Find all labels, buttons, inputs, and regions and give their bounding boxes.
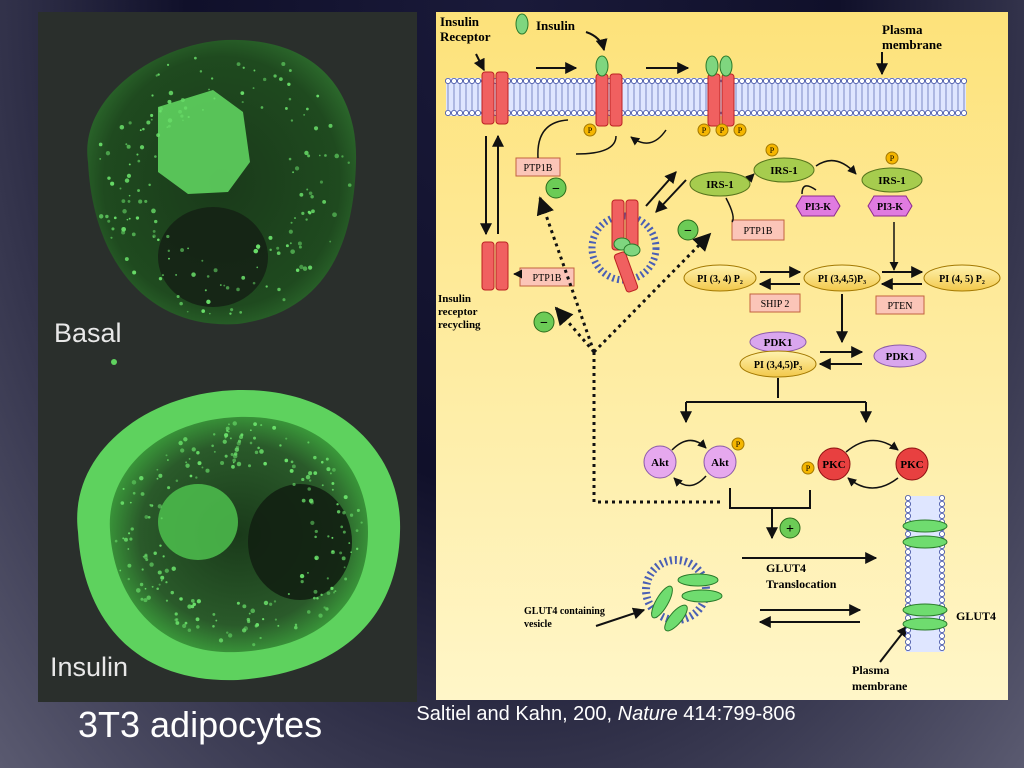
svg-text:PTP1B: PTP1B bbox=[524, 163, 553, 174]
svg-text:PDK1: PDK1 bbox=[886, 351, 915, 363]
pi34p2-oval: PI (3, 4) P₂ bbox=[683, 264, 757, 292]
label-plasma-membrane-top: Plasma membrane bbox=[882, 22, 942, 52]
svg-text:P: P bbox=[702, 126, 707, 135]
label-plasma-membrane-bottom: Plasma membrane bbox=[852, 663, 908, 693]
svg-text:P: P bbox=[806, 464, 811, 473]
label-glut4-vesicle: GLUT4 containing vesicle bbox=[524, 606, 607, 630]
label-insulin: Insulin bbox=[536, 18, 576, 33]
plasma-membrane-bottom bbox=[902, 494, 948, 652]
irs1-oval-1: IRS-1 bbox=[689, 171, 751, 197]
inhibition-minus-1: − bbox=[545, 177, 567, 199]
svg-text:Akt: Akt bbox=[651, 457, 669, 469]
pkc-circle-active: PKC P bbox=[801, 447, 851, 481]
pi345p3-oval: PI (3,4,5)P₃ bbox=[803, 264, 881, 292]
svg-text:P: P bbox=[720, 126, 725, 135]
svg-text:PKC: PKC bbox=[822, 459, 845, 471]
insulin-nucleus-fluorescence bbox=[158, 484, 238, 560]
citation-journal: Nature bbox=[617, 703, 678, 725]
insulin-molecule-icon bbox=[515, 13, 529, 35]
pi3k-hex-2: PI3-K bbox=[867, 195, 913, 217]
svg-text:P: P bbox=[738, 126, 743, 135]
slide-title: 3T3 adipocytes bbox=[78, 704, 323, 745]
activation-plus: + bbox=[779, 517, 801, 539]
svg-text:PTP1B: PTP1B bbox=[744, 226, 773, 237]
citation-pages: 414:799-806 bbox=[683, 703, 796, 725]
svg-text:IRS-1: IRS-1 bbox=[770, 165, 798, 177]
receptor-phosphates: P P P P bbox=[583, 123, 747, 137]
label-insulin: Insulin bbox=[50, 652, 128, 682]
svg-text:PI (3, 4) P₂: PI (3, 4) P₂ bbox=[697, 274, 743, 285]
label-glut4: GLUT4 bbox=[956, 609, 996, 623]
svg-text:−: − bbox=[552, 182, 560, 197]
insulin-receptor-bound bbox=[595, 55, 623, 127]
svg-text:PI3-K: PI3-K bbox=[805, 202, 831, 213]
svg-text:P: P bbox=[770, 146, 775, 155]
ptp1b-box-1: PTP1B bbox=[515, 157, 561, 177]
recycling-receptor bbox=[481, 241, 509, 291]
label-insulin-receptor: Insulin Receptor bbox=[440, 14, 491, 44]
insulin-cell bbox=[77, 389, 401, 681]
svg-text:P: P bbox=[588, 126, 593, 135]
inhibition-minus-3: − bbox=[533, 311, 555, 333]
akt-circle-inactive: Akt bbox=[643, 445, 677, 479]
slide-citation: Saltiel and Kahn, 200, Nature 414:799-80… bbox=[400, 702, 812, 726]
adipocyte-micrograph: Basal Insulin bbox=[38, 12, 417, 702]
svg-text:IRS-1: IRS-1 bbox=[878, 175, 906, 187]
pten-box: PTEN bbox=[875, 295, 925, 315]
plasma-membrane-top bbox=[444, 78, 968, 117]
svg-text:Akt: Akt bbox=[711, 457, 729, 469]
svg-text:PDK1: PDK1 bbox=[764, 337, 793, 349]
svg-text:PI (3,4,5)P₃: PI (3,4,5)P₃ bbox=[754, 360, 802, 371]
label-basal: Basal bbox=[54, 318, 122, 348]
insulin-receptor-double-bound bbox=[705, 55, 735, 127]
basal-cell bbox=[87, 39, 357, 325]
svg-text:PI3-K: PI3-K bbox=[877, 202, 903, 213]
svg-text:+: + bbox=[786, 522, 794, 537]
citation-authors: Saltiel and Kahn, 200, bbox=[416, 703, 613, 725]
svg-text:P: P bbox=[736, 440, 741, 449]
svg-text:IRS-1: IRS-1 bbox=[706, 179, 734, 191]
svg-text:SHIP 2: SHIP 2 bbox=[761, 299, 790, 310]
pi45p2-oval: PI (4, 5) P₂ bbox=[923, 264, 1001, 292]
svg-text:PI (3,4,5)P₃: PI (3,4,5)P₃ bbox=[818, 274, 866, 285]
label-insulin-receptor-recycling: Insulin receptor recycling bbox=[438, 293, 481, 331]
pi3k-hex-1: PI3-K bbox=[795, 195, 841, 217]
irs1-oval-3: IRS-1 P bbox=[861, 151, 923, 193]
pdk1-oval-free: PDK1 bbox=[873, 344, 927, 368]
svg-text:−: − bbox=[540, 316, 548, 331]
insulin-receptor-unbound bbox=[481, 71, 509, 125]
pdk1-oval-bound: PDK1 PI (3,4,5)P₃ bbox=[739, 331, 817, 378]
internalized-receptor-vesicle bbox=[588, 199, 660, 293]
svg-text:PTEN: PTEN bbox=[888, 301, 913, 312]
irs1-oval-2: IRS-1 P bbox=[753, 143, 815, 183]
svg-text:−: − bbox=[684, 224, 692, 239]
akt-circle-active: Akt P bbox=[703, 437, 745, 479]
svg-text:PKC: PKC bbox=[900, 459, 923, 471]
svg-text:PTP1B: PTP1B bbox=[533, 273, 562, 284]
svg-text:P: P bbox=[890, 154, 895, 163]
insulin-signaling-pathway-diagram: P P P P Insulin Receptor Insulin Plasma … bbox=[436, 12, 1008, 700]
label-glut4-translocation: GLUT4 Translocation bbox=[766, 561, 837, 591]
inhibition-minus-2: − bbox=[677, 219, 699, 241]
ptp1b-box-2: PTP1B bbox=[731, 219, 785, 241]
ship2-box: SHIP 2 bbox=[749, 293, 801, 313]
svg-text:PI (4, 5) P₂: PI (4, 5) P₂ bbox=[939, 274, 985, 285]
pkc-circle-inactive: PKC bbox=[895, 447, 929, 481]
glut4-vesicle bbox=[642, 556, 723, 632]
